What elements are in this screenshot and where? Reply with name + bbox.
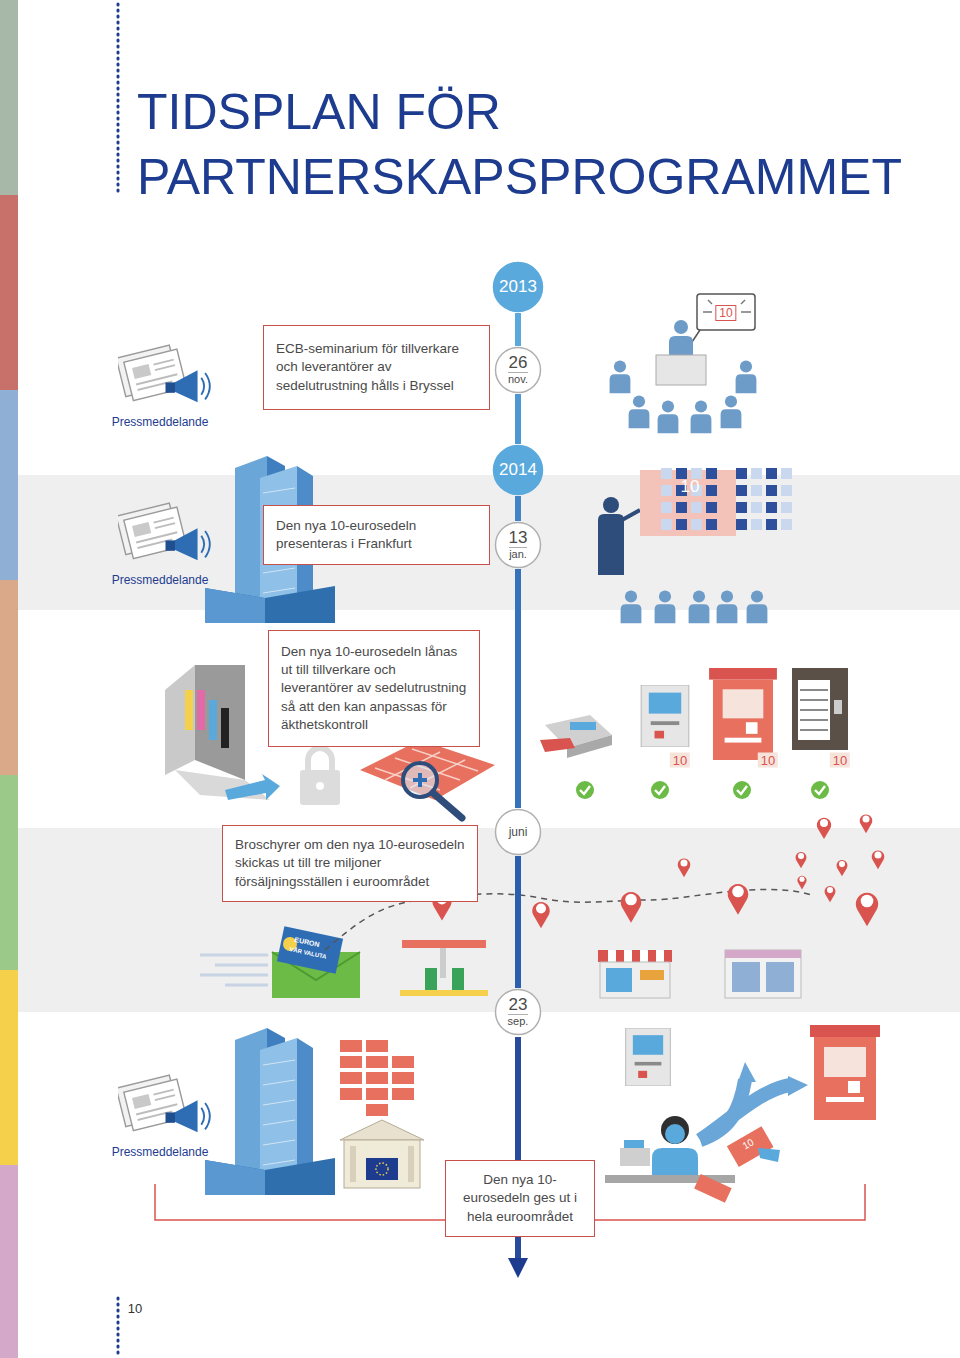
year-marker: 2013 bbox=[492, 261, 544, 313]
timeline-segment bbox=[515, 394, 521, 444]
timeline-segment bbox=[515, 496, 521, 521]
year-text: 2013 bbox=[499, 278, 537, 296]
day-number: 23 bbox=[509, 996, 528, 1014]
brochure-scene bbox=[200, 814, 884, 998]
page-number: 10 bbox=[128, 1301, 142, 1316]
sorting-machine bbox=[165, 665, 280, 800]
event-text: Den nya 10-eurosedeln presenteras i Fran… bbox=[276, 517, 477, 553]
event-box: Broschyrer om den nya 10-eurosedeln skic… bbox=[222, 825, 478, 902]
ecb-tower bbox=[205, 1028, 335, 1195]
band bbox=[18, 828, 960, 1012]
timeline-segment bbox=[515, 313, 521, 346]
banknote-value: 10 bbox=[681, 477, 700, 497]
banknote-value: 10 bbox=[670, 753, 690, 768]
press-icon bbox=[116, 1075, 210, 1132]
timeline-arrow bbox=[508, 1037, 528, 1278]
event-box: ECB-seminarium för tillverkare och lever… bbox=[263, 325, 490, 410]
date-marker: 26nov. bbox=[494, 346, 542, 394]
timeline-segment bbox=[515, 856, 521, 988]
seminar-scene bbox=[610, 294, 757, 433]
event-box: Den nya 10-eurosedeln presenteras i Fran… bbox=[263, 505, 490, 565]
caption-text: Pressmeddelande bbox=[112, 415, 209, 429]
event-text: Den nya 10-eurosedeln lånas ut till till… bbox=[281, 643, 467, 734]
lock-icon bbox=[300, 748, 340, 805]
banknote-sheet bbox=[360, 740, 495, 818]
event-text: Den nya 10-eurosedeln ges ut i hela euro… bbox=[458, 1171, 582, 1226]
banknote-value: 10 bbox=[830, 753, 850, 768]
month-name: jan. bbox=[509, 547, 527, 561]
date-marker: juni bbox=[494, 808, 542, 856]
day-number: juni bbox=[509, 826, 528, 839]
colour-strip bbox=[0, 0, 18, 1358]
month-name: nov. bbox=[508, 372, 528, 386]
banknote-value: 10 bbox=[715, 305, 736, 321]
presentation-scene bbox=[598, 468, 792, 623]
test-devices bbox=[540, 668, 848, 799]
event-box: Den nya 10-eurosedeln ges ut i hela euro… bbox=[445, 1160, 595, 1237]
day-number: 13 bbox=[509, 529, 528, 547]
event-text: Broschyrer om den nya 10-eurosedeln skic… bbox=[235, 836, 465, 891]
event-box: Den nya 10-eurosedeln lånas ut till till… bbox=[268, 630, 480, 747]
band bbox=[18, 475, 960, 610]
year-marker: 2014 bbox=[492, 444, 544, 496]
caption-text: Pressmeddelande bbox=[112, 573, 209, 587]
press-icon bbox=[116, 345, 210, 402]
press-icon bbox=[116, 503, 210, 560]
date-marker: 23sep. bbox=[494, 988, 542, 1036]
year-text: 2014 bbox=[499, 461, 537, 479]
caption-text: Pressmeddelande bbox=[112, 1145, 209, 1159]
month-name: sep. bbox=[508, 1014, 529, 1028]
event-text: ECB-seminarium för tillverkare och lever… bbox=[276, 340, 477, 395]
page-title: TIDSPLAN FÖR PARTNERSKAPSPROGRAMMET bbox=[137, 80, 857, 210]
timeline-segment bbox=[515, 569, 521, 808]
day-number: 26 bbox=[509, 354, 528, 372]
date-marker: 13jan. bbox=[494, 521, 542, 569]
banknote-value: 10 bbox=[758, 753, 778, 768]
